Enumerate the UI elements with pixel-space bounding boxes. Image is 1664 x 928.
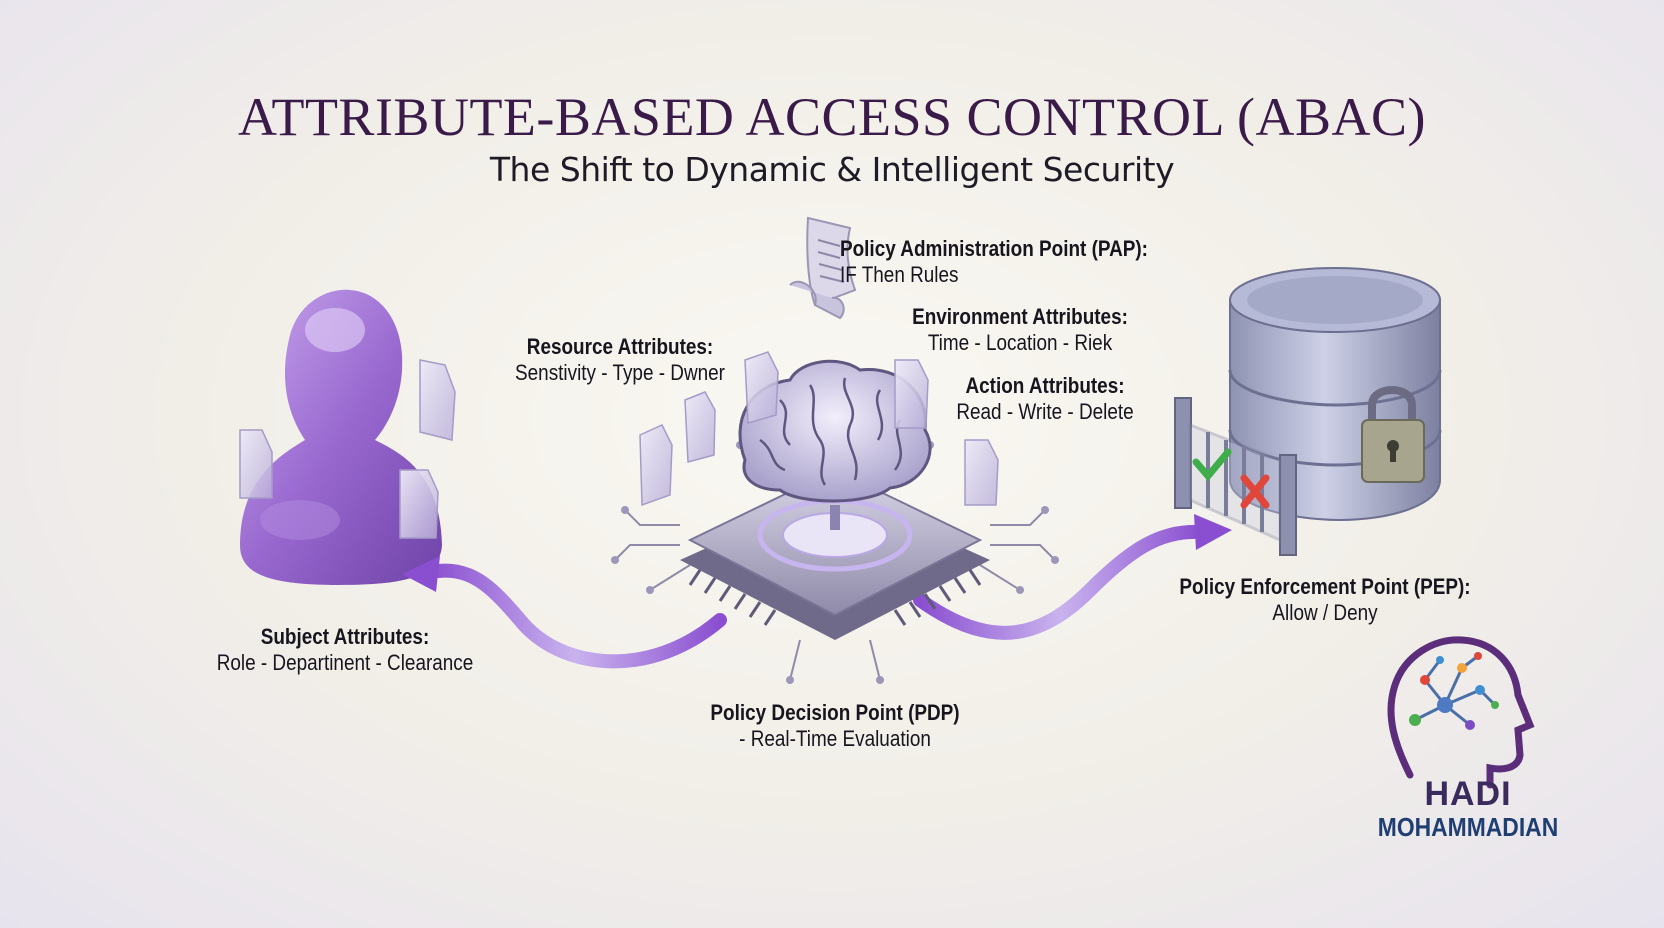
cross-icon: [1240, 474, 1270, 509]
subject-detail: Role - Departinent - Clearance: [216, 650, 474, 675]
pep-label: Policy Enforcement Point (PEP): Allow / …: [1175, 574, 1476, 626]
check-icon: [1192, 448, 1232, 482]
padlock-icon: [1361, 386, 1425, 483]
logo-line2: MOHAMMADIAN: [1377, 812, 1559, 842]
resource-heading: Resource Attributes:: [526, 334, 714, 359]
resource-label: Resource Attributes: Senstivity - Type -…: [495, 334, 744, 386]
pap-heading: Policy Administration Point (PAP):: [840, 236, 1148, 261]
person-icon: [240, 289, 442, 585]
environment-detail: Time - Location - Riek: [927, 330, 1113, 355]
pap-label: Policy Administration Point (PAP): IF Th…: [840, 236, 1150, 288]
brain-chip-icon: [611, 359, 1059, 684]
page-subtitle: The Shift to Dynamic & Intelligent Secur…: [489, 150, 1175, 189]
logo-line1: HADI: [1424, 775, 1512, 813]
decision-arrow-left: [402, 556, 727, 669]
pep-detail: Allow / Deny: [1272, 600, 1378, 625]
subject-label: Subject Attributes: Role - Departinent -…: [212, 624, 479, 676]
environment-label: Environment Attributes: Time - Location …: [900, 304, 1141, 356]
resource-detail: Senstivity - Type - Dwner: [515, 360, 725, 385]
pdp-label: Policy Decision Point (PDP) - Real-Time …: [702, 700, 969, 752]
pep-heading: Policy Enforcement Point (PEP):: [1179, 574, 1471, 599]
decision-arrow-right: [913, 514, 1232, 640]
gate-icon: [1174, 397, 1297, 556]
action-heading: Action Attributes:: [965, 373, 1125, 398]
environment-heading: Environment Attributes:: [912, 304, 1128, 329]
action-detail: Read - Write - Delete: [956, 399, 1134, 424]
action-label: Action Attributes: Read - Write - Delete: [938, 373, 1153, 425]
scroll-icon: [789, 216, 857, 320]
subject-heading: Subject Attributes:: [260, 624, 430, 649]
page-title: ATTRIBUTE-BASED ACCESS CONTROL (ABAC): [237, 87, 1427, 147]
head-network-icon: [1387, 636, 1535, 789]
pdp-detail: - Real-Time Evaluation: [739, 726, 931, 751]
pdp-heading: Policy Decision Point (PDP): [710, 700, 960, 725]
pap-detail: IF Then Rules: [840, 262, 959, 287]
subject-tag-icons: [239, 359, 456, 539]
attribute-tag-icons: [639, 351, 999, 507]
